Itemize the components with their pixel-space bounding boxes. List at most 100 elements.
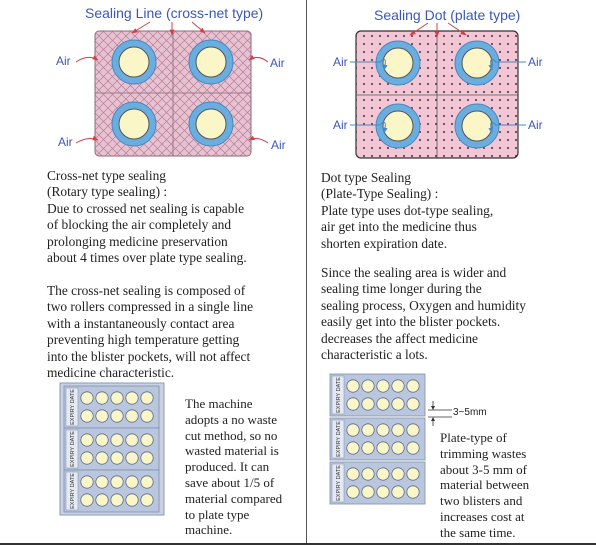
tablet-pocket	[95, 409, 109, 423]
tablet-pocket	[406, 441, 420, 455]
tablet-pocket	[361, 441, 375, 455]
blister-pocket	[188, 101, 234, 147]
plate-type-blister-strips: EXPIRY DATE EXPIRY DATE EXPIRY DATE	[329, 373, 426, 505]
blister-pocket	[188, 39, 234, 85]
tablet-pocket	[95, 451, 109, 465]
air-label: Air	[333, 118, 348, 132]
blister-card: EXPIRY DATE	[63, 427, 160, 471]
tablet-pocket	[140, 433, 154, 447]
tablet-pocket	[110, 391, 124, 405]
tablet-pocket	[80, 451, 94, 465]
tablet-pocket	[125, 493, 139, 507]
tablet-pocket	[110, 451, 124, 465]
tablet-pocket	[95, 475, 109, 489]
expiry-date-label: EXPIRY DATE	[70, 473, 76, 509]
no-waste-note: The machine adopts a no waste cut method…	[185, 396, 283, 538]
air-label: Air	[58, 135, 73, 149]
bottom-rule	[0, 543, 596, 545]
tablet-pocket	[361, 397, 375, 411]
tablet-pocket	[346, 467, 360, 481]
air-label: Air	[271, 138, 286, 152]
tablet-pocket	[406, 397, 420, 411]
tablet-pocket	[95, 493, 109, 507]
expiry-date-label: EXPIRY DATE	[70, 389, 76, 425]
blister-card: EXPIRY DATE	[329, 417, 426, 461]
tablet-pocket	[140, 391, 154, 405]
right-diagram-title: Sealing Dot (plate type)	[374, 7, 521, 23]
expiry-date-label: EXPIRY DATE	[336, 377, 342, 413]
tablet-pocket	[361, 379, 375, 393]
blister-card: EXPIRY DATE	[329, 373, 426, 417]
cross-net-diagram	[75, 21, 269, 157]
blister-pocket	[375, 103, 421, 149]
tablet-pocket	[110, 493, 124, 507]
expiry-date-label: EXPIRY DATE	[70, 431, 76, 467]
air-label: Air	[528, 55, 543, 69]
tablet-pocket	[346, 397, 360, 411]
tablet-pocket	[346, 441, 360, 455]
dot-sealing-description: Dot type Sealing (Plate-Type Sealing) : …	[321, 170, 494, 251]
tablet-pocket	[346, 379, 360, 393]
tablet-pocket	[406, 379, 420, 393]
tablet-pocket	[361, 423, 375, 437]
tablet-pocket	[391, 397, 405, 411]
gap-dimension-marker	[428, 401, 452, 426]
blister-pocket	[111, 39, 157, 85]
tablet-pocket	[406, 485, 420, 499]
tablet-pocket	[406, 467, 420, 481]
tablet-pocket	[391, 379, 405, 393]
column-divider	[306, 0, 307, 545]
air-label: Air	[528, 118, 543, 132]
tablet-pocket	[80, 493, 94, 507]
expiry-date-label: EXPIRY DATE	[336, 465, 342, 501]
tablet-pocket	[140, 409, 154, 423]
tablet-pocket	[376, 397, 390, 411]
tablet-pocket	[376, 423, 390, 437]
tablet-pocket	[391, 423, 405, 437]
air-label: Air	[333, 55, 348, 69]
dot-sealing-diagram	[350, 22, 526, 159]
air-label: Air	[56, 54, 71, 68]
tablet-pocket	[80, 475, 94, 489]
trimming-waste-note: Plate-type of trimming wastes about 3-5 …	[440, 430, 530, 540]
tablet-pocket	[140, 475, 154, 489]
tablet-pocket	[361, 467, 375, 481]
tablet-pocket	[376, 379, 390, 393]
tablet-pocket	[376, 467, 390, 481]
tablet-pocket	[391, 467, 405, 481]
tablet-pocket	[140, 451, 154, 465]
tablet-pocket	[110, 409, 124, 423]
air-label: Air	[270, 56, 285, 70]
cross-net-details: The cross-net sealing is composed of two…	[47, 283, 254, 381]
blister-pocket	[375, 40, 421, 86]
cross-net-description: Cross-net type sealing (Rotary type seal…	[47, 168, 247, 266]
tablet-pocket	[125, 409, 139, 423]
left-diagram-title: Sealing Line (cross-net type)	[85, 5, 264, 21]
tablet-pocket	[391, 485, 405, 499]
tablet-pocket	[125, 433, 139, 447]
blister-pocket	[454, 40, 500, 86]
blister-card: EXPIRY DATE	[63, 385, 160, 429]
tablet-pocket	[125, 451, 139, 465]
tablet-pocket	[361, 485, 375, 499]
blister-pocket	[454, 103, 500, 149]
tablet-pocket	[80, 409, 94, 423]
tablet-pocket	[376, 441, 390, 455]
no-waste-blister-strip: EXPIRY DATE EXPIRY DATE EXPIRY DATE	[59, 382, 165, 516]
tablet-pocket	[346, 485, 360, 499]
tablet-pocket	[95, 391, 109, 405]
tablet-pocket	[125, 391, 139, 405]
tablet-pocket	[80, 391, 94, 405]
blister-card: EXPIRY DATE	[329, 461, 426, 505]
blister-card: EXPIRY DATE	[63, 469, 160, 513]
tablet-pocket	[110, 475, 124, 489]
tablet-pocket	[391, 441, 405, 455]
gap-dimension-label: 3~5mm	[453, 407, 487, 418]
tablet-pocket	[140, 493, 154, 507]
tablet-pocket	[346, 423, 360, 437]
tablet-pocket	[110, 433, 124, 447]
blister-pocket	[111, 101, 157, 147]
tablet-pocket	[80, 433, 94, 447]
tablet-pocket	[406, 423, 420, 437]
expiry-date-label: EXPIRY DATE	[336, 421, 342, 457]
